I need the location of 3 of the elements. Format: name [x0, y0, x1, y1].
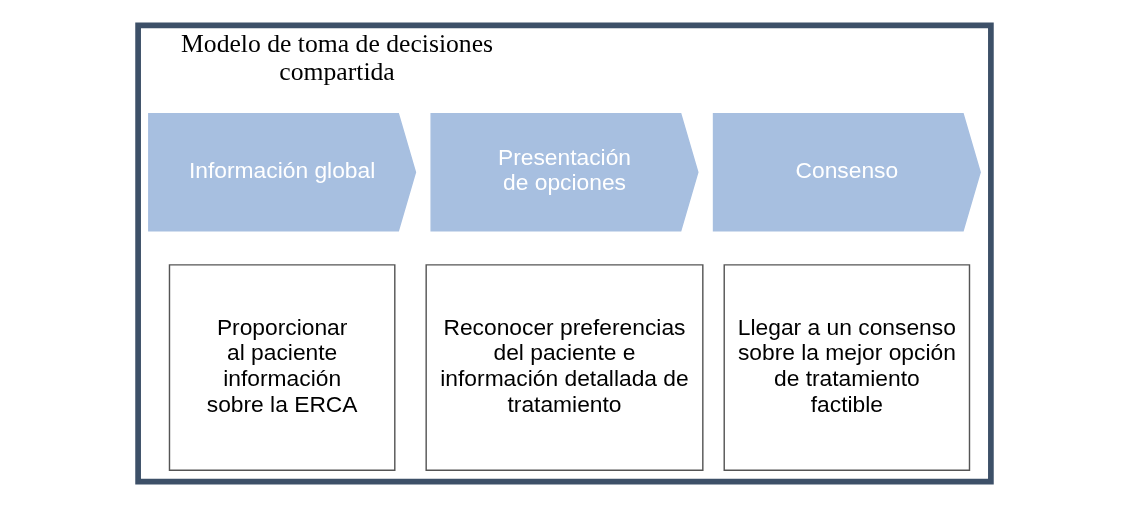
node-box: Proporcionar al paciente información sobre la ERCA: [168, 264, 396, 471]
node-box: Llegar a un consenso sobre la mejor opción de tratamiento factible: [723, 264, 971, 471]
node-box: Reconocer preferencias del paciente e información detallada de tratamiento: [425, 264, 704, 471]
